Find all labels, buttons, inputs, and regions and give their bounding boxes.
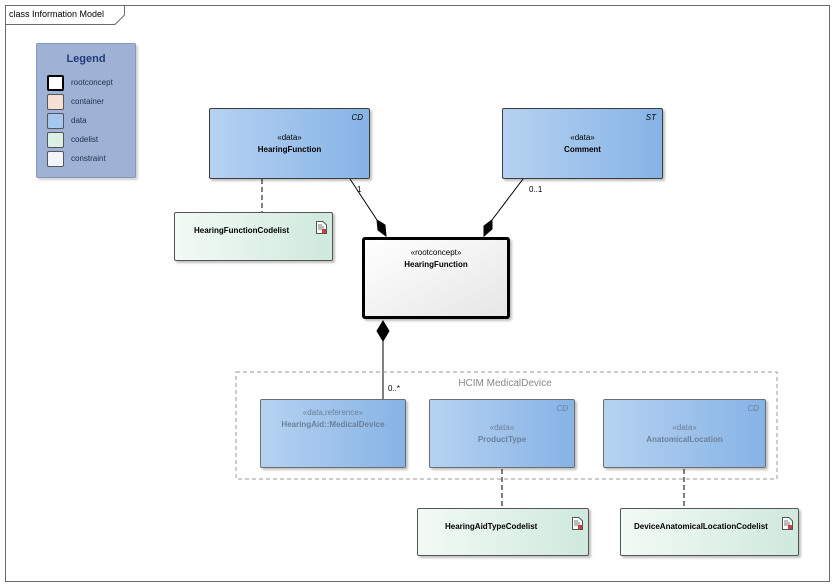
package-frame <box>235 371 778 480</box>
multiplicity-medical-device: 0..* <box>388 384 401 393</box>
stereotype-label: «data,reference» <box>302 408 364 417</box>
stereotype-label: «data» <box>570 133 595 142</box>
document-icon <box>316 221 327 234</box>
document-icon <box>572 517 583 530</box>
class-name: AnatomicalLocation <box>646 435 723 444</box>
class-name: HearingFunction <box>404 260 468 269</box>
composition-diamond-device <box>376 320 390 342</box>
class-name: ProductType <box>477 435 527 444</box>
datatype-label: CD <box>747 404 759 413</box>
datatype-label: CD <box>556 404 568 413</box>
legend-label-codelist: codelist <box>71 135 99 144</box>
composition-line-hf <box>349 178 378 221</box>
codelist-swatch <box>47 132 64 148</box>
stereotype-label: «rootconcept» <box>410 248 462 257</box>
stereotype-label: «data» <box>489 423 515 432</box>
class-box-product-type[interactable]: CD «data» ProductType <box>429 399 575 468</box>
stereotype-label: «data» <box>277 133 302 142</box>
codelist-name: HearingFunctionCodelist <box>194 226 290 235</box>
class-name: Comment <box>564 145 601 154</box>
codelist-box-hearing-function[interactable]: HearingFunctionCodelist <box>174 212 333 261</box>
package-label: HCIM MedicalDevice <box>458 378 552 389</box>
codelist-box-hearing-aid-type[interactable]: HearingAidTypeCodelist <box>417 508 589 556</box>
constraint-swatch <box>47 151 64 167</box>
datatype-label: ST <box>645 113 656 122</box>
class-box-anatomical-location[interactable]: CD «data» AnatomicalLocation <box>603 399 766 468</box>
legend-label-container: container <box>71 97 104 106</box>
data-swatch <box>47 113 64 129</box>
datatype-label: CD <box>351 113 363 122</box>
rootconcept-swatch <box>47 75 64 91</box>
diagram-title: class Information Model <box>9 9 105 19</box>
composition-diamond-hf <box>376 219 387 238</box>
multiplicity-hearing-function: 1 <box>357 185 362 194</box>
multiplicity-comment: 0..1 <box>529 185 543 194</box>
codelist-name: HearingAidTypeCodelist <box>445 522 538 531</box>
stereotype-label: «data» <box>672 423 697 432</box>
codelist-name: DeviceAnatomicalLocationCodelist <box>634 522 768 531</box>
class-box-hearing-function-data[interactable]: CD «data» HearingFunction <box>209 108 370 179</box>
class-box-comment[interactable]: ST «data» Comment <box>502 108 663 179</box>
container-swatch <box>47 94 64 110</box>
class-box-root-hearing-function[interactable]: «rootconcept» HearingFunction <box>362 237 510 319</box>
composition-diamond-comment <box>483 219 493 238</box>
legend-label-data: data <box>71 116 87 125</box>
legend-label-constraint: constraint <box>71 154 106 163</box>
diagram-tab <box>5 5 125 25</box>
class-name: HearingFunction <box>257 145 322 154</box>
class-name: HearingAid::MedicalDevice <box>281 420 385 429</box>
codelist-box-device-anatomical-location[interactable]: DeviceAnatomicalLocationCodelist <box>620 508 799 556</box>
legend-title: Legend <box>66 53 106 65</box>
legend-label-rootconcept: rootconcept <box>71 78 113 87</box>
document-icon <box>782 517 793 530</box>
class-box-medical-device[interactable]: «data,reference» HearingAid::MedicalDevi… <box>260 399 406 468</box>
legend: Legend rootconcept container data codeli… <box>36 43 136 178</box>
composition-line-comment <box>491 178 524 221</box>
